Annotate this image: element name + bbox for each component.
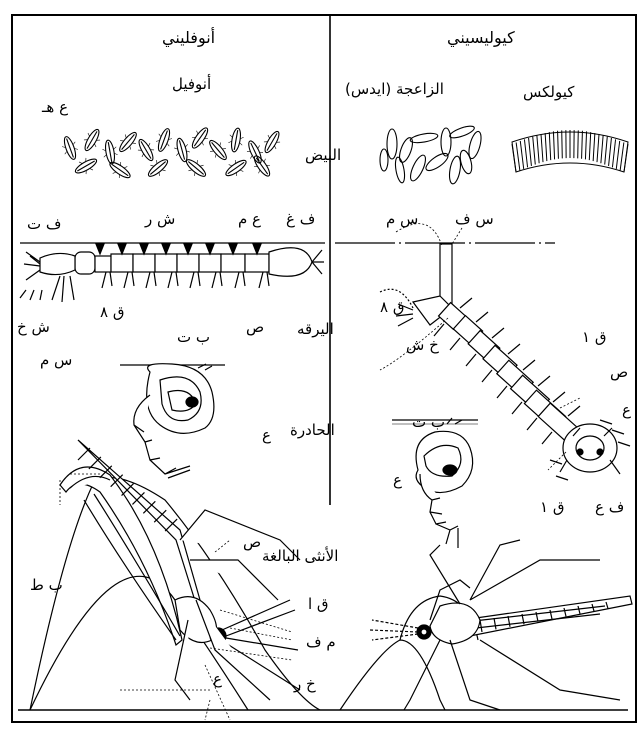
culex-egg-raft	[512, 130, 628, 172]
label-adult-bt: ب ط	[30, 578, 63, 593]
label-cul-sf: س ف	[455, 212, 494, 227]
label-anoph-sad: ص	[246, 320, 264, 335]
label-adult-ain: ع	[213, 672, 222, 687]
label-anoph-ain: ع	[262, 428, 271, 443]
culex-adult	[340, 540, 632, 710]
label-cul-ain-pupa: ع	[393, 473, 402, 488]
label-cul-q1b: ق ١	[540, 500, 564, 515]
label-anoph-shr: ش ر	[145, 212, 175, 227]
header-anophelini: أنوفليني	[162, 30, 215, 46]
stage-eggs: البيض	[305, 148, 341, 163]
label-anoph-sm: س م	[40, 353, 72, 368]
aedes-eggs	[380, 124, 483, 185]
label-cul-bt: ب ت	[412, 415, 445, 430]
label-cul-q1: ق ١	[582, 330, 606, 345]
label-cul-ain: ع	[622, 403, 631, 418]
label-anoph-ft: ف ت	[27, 217, 61, 232]
label-adult-khr: خ ر	[294, 677, 316, 692]
label-adult-q1: ق ا	[308, 597, 329, 612]
stage-larva: اليرقه	[297, 322, 334, 337]
label-egg-float: ع هـ	[42, 100, 68, 115]
culex-pupa	[416, 418, 473, 548]
anopheles-eggs	[59, 124, 284, 182]
stage-adult: الأنثى البالغة	[262, 549, 338, 564]
label-anoph-aam: ع م	[238, 212, 261, 227]
label-cul-q8: ق ٨	[380, 300, 404, 315]
genus-culex: كيولكس	[523, 85, 574, 100]
header-culicini: كيوليسيني	[447, 30, 515, 46]
label-cul-fa: ف ع	[595, 500, 624, 515]
anopheles-larva	[20, 244, 324, 302]
stage-pupa: الحادرة	[290, 423, 335, 438]
culex-larva	[380, 244, 630, 480]
label-adult-sad: ص	[243, 535, 261, 550]
label-cul-sm: س م	[386, 212, 418, 227]
genus-anopheles: أنوفيل	[172, 77, 211, 92]
label-adult-mf: م ف	[306, 635, 336, 650]
anopheles-pupa	[134, 364, 214, 478]
genus-aedes: الزاعجة (ايدس)	[345, 82, 444, 97]
label-cul-khsh: خ ش	[406, 338, 439, 353]
label-anoph-q8: ق ٨	[100, 305, 124, 320]
anopheles-adult	[30, 440, 320, 710]
label-anoph-fgh: ف غ	[286, 212, 315, 227]
label-cul-sad: ص	[610, 365, 628, 380]
label-anoph-bt: ب ت	[177, 330, 210, 345]
label-anoph-shkh: ش خ	[17, 320, 50, 335]
